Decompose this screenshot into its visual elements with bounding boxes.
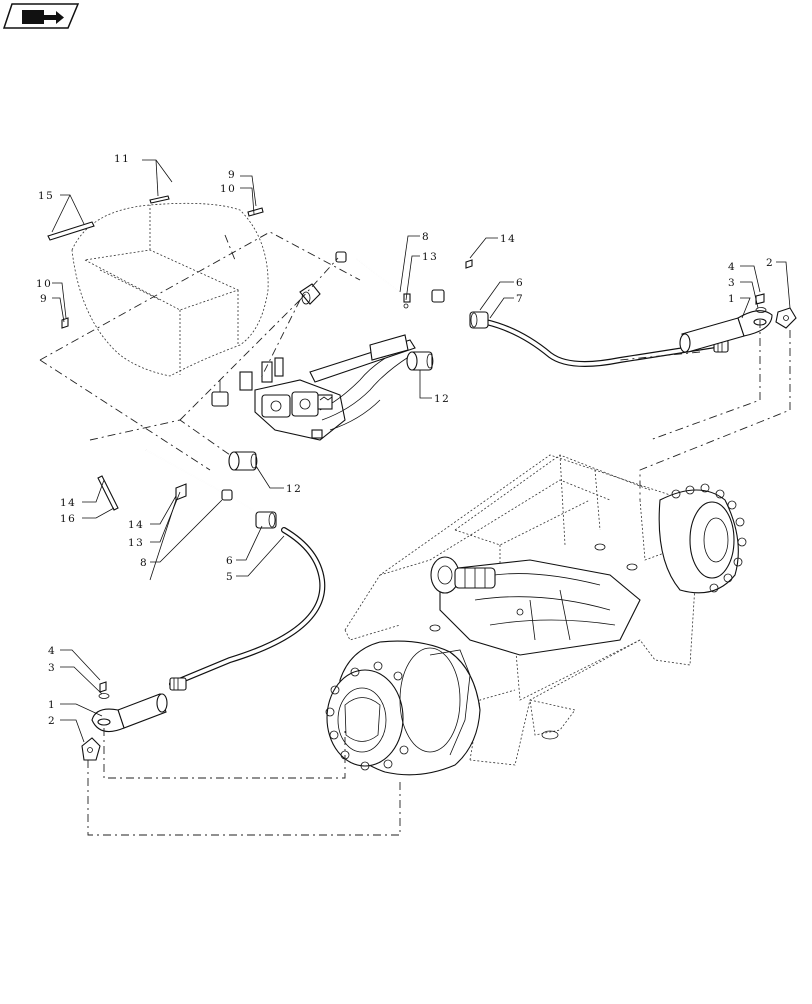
callout-5: 5	[226, 571, 234, 583]
brake-valve-assembly	[211, 334, 416, 441]
callout-labels: 15 11 9 10 10 9 8 13 14 6 7 4 3 1 2 12 1…	[36, 153, 774, 727]
callout-3: 3	[728, 277, 736, 289]
callout-4: 4	[728, 261, 736, 273]
callout-8: 8	[422, 231, 430, 243]
brake-cylinder-right	[679, 293, 797, 353]
callout-12: 12	[434, 393, 450, 405]
callout-13: 13	[422, 251, 438, 263]
return-arrow-icon[interactable]	[2, 3, 80, 29]
axle-body	[430, 556, 641, 656]
fuel-tank-phantom	[71, 202, 269, 377]
callout-6: 6	[226, 555, 234, 567]
callout-2: 2	[48, 715, 56, 727]
callout-16: 16	[60, 513, 76, 525]
callout-10: 10	[220, 183, 236, 195]
routing-lines	[87, 257, 791, 836]
callout-8: 8	[140, 557, 148, 569]
callout-leaders	[51, 159, 791, 743]
callout-14: 14	[500, 233, 516, 245]
callout-7: 7	[516, 293, 524, 305]
callout-1: 1	[48, 699, 56, 711]
callout-13: 13	[128, 537, 144, 549]
elbow-fitting-upper	[299, 283, 321, 305]
fasteners	[47, 195, 473, 511]
callout-14: 14	[128, 519, 144, 531]
callout-15: 15	[38, 190, 54, 202]
callout-10: 10	[36, 278, 52, 290]
brake-line-upper	[335, 251, 445, 309]
callout-9: 9	[40, 293, 48, 305]
fitting-12-lower	[228, 451, 258, 471]
brake-hose-upper	[469, 311, 729, 367]
callout-14: 14	[60, 497, 76, 509]
left-wheel-hub	[325, 640, 481, 776]
callout-6: 6	[516, 277, 524, 289]
right-wheel-hub	[658, 483, 747, 594]
callout-1: 1	[728, 293, 736, 305]
fitting-12-upper	[406, 351, 434, 371]
callout-9: 9	[228, 169, 236, 181]
frame-phantom-upper	[39, 231, 361, 471]
callout-12: 12	[286, 483, 302, 495]
callout-4: 4	[48, 645, 56, 657]
brake-hose-lower	[169, 511, 326, 691]
callout-11: 11	[114, 153, 130, 165]
brake-cylinder-left	[81, 681, 168, 761]
callout-3: 3	[48, 662, 56, 674]
callout-2: 2	[766, 257, 774, 269]
